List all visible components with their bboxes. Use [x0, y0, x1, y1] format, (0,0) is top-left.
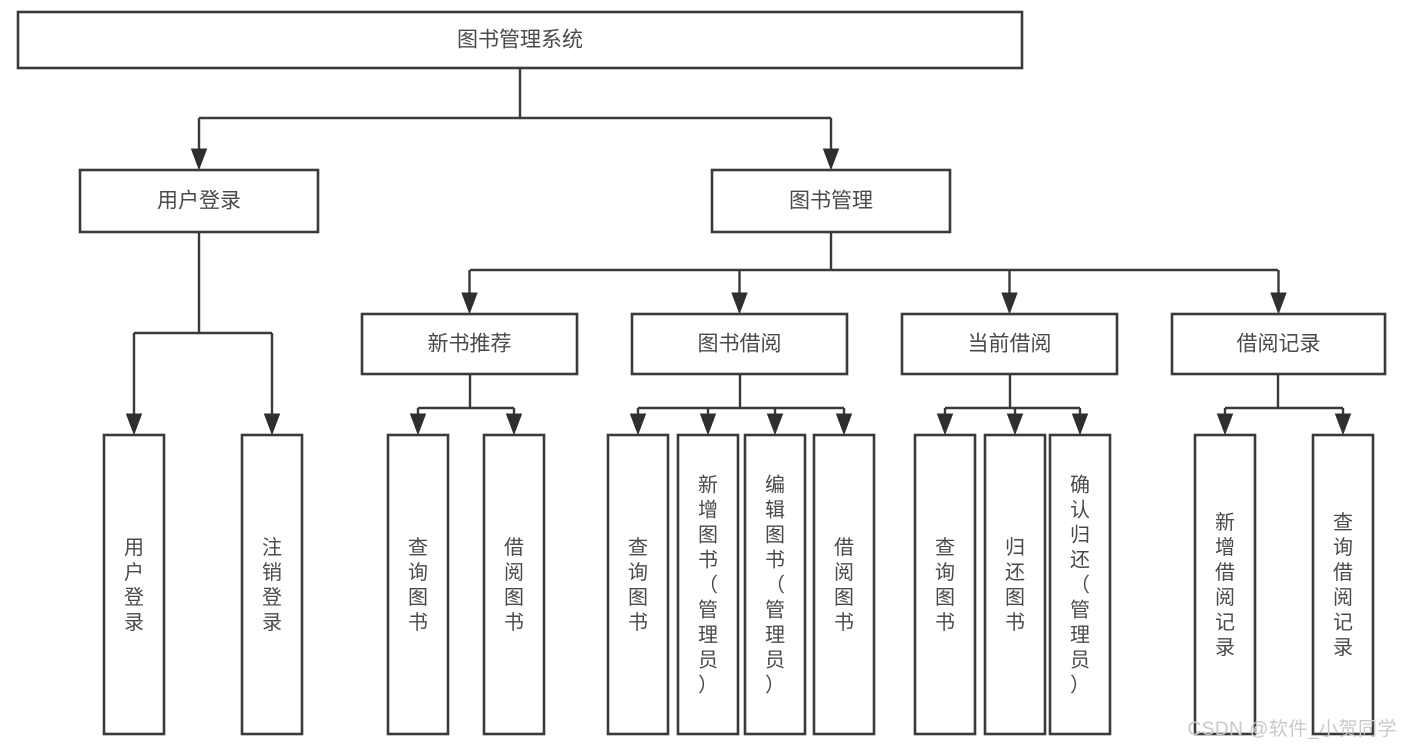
arrow-head-icon [699, 413, 717, 436]
node-leaf-edit-book[interactable]: 编辑图书（管理员） [743, 433, 807, 736]
node-leaf-query-book-rec[interactable]: 查询图书 [386, 433, 450, 736]
connector-bus-user-login [125, 232, 281, 436]
node-leaf-add-record[interactable]: 新增借阅记录 [1193, 433, 1257, 736]
arrow-head-icon [125, 413, 143, 436]
arrow-head-icon [731, 292, 748, 315]
node-leaf-add-book-label: 新增图书（管理员） [698, 474, 718, 697]
connector-bus-root [190, 68, 840, 171]
node-book-borrow[interactable]: 图书借阅 [630, 312, 849, 376]
node-leaf-confirm-return-label: 确认归还（管理员） [1070, 474, 1090, 697]
arrow-head-icon [505, 413, 523, 436]
arrow-head-icon [190, 148, 208, 171]
connector-bus-current-borrow [936, 374, 1089, 436]
arrow-head-icon [835, 413, 853, 436]
arrow-head-icon [1006, 413, 1024, 436]
arrow-head-icon [1334, 413, 1352, 436]
node-leaf-logout[interactable]: 注销登录 [240, 433, 304, 736]
arrow-head-icon [1216, 413, 1234, 436]
arrow-head-icon [461, 292, 478, 315]
node-leaf-query-book-cb[interactable]: 查询图书 [913, 433, 977, 736]
node-leaf-return-book[interactable]: 归还图书 [983, 433, 1047, 736]
node-current-borrow[interactable]: 当前借阅 [900, 312, 1119, 376]
node-leaf-user-login[interactable]: 用户登录 [102, 433, 166, 736]
node-root-label: 图书管理系统 [457, 29, 583, 52]
csdn-watermark: CSDN @软件_小贺同学 [1187, 719, 1397, 740]
arrow-head-icon [629, 413, 647, 436]
node-leaf-borrow-book-rec[interactable]: 借阅图书 [482, 433, 546, 736]
node-user-login-label: 用户登录 [157, 190, 241, 213]
arrow-head-icon [936, 413, 954, 436]
node-leaf-return-book-label: 归还图书 [1005, 536, 1025, 634]
arrow-head-icon [1071, 413, 1089, 436]
node-new-book-rec[interactable]: 新书推荐 [360, 312, 579, 376]
connector-layer [125, 68, 1352, 436]
node-leaf-user-login-label: 用户登录 [124, 537, 144, 634]
node-leaf-borrow-book-bb-label: 借阅图书 [834, 536, 854, 634]
node-leaf-query-record-label: 查询借阅记录 [1333, 511, 1353, 659]
node-user-login[interactable]: 用户登录 [78, 168, 320, 234]
arrow-head-icon [766, 413, 784, 436]
node-book-manage-label: 图书管理 [789, 190, 873, 213]
arrow-head-icon [409, 413, 427, 436]
connector-bus-book-borrow [629, 374, 853, 436]
arrow-head-icon [1001, 292, 1018, 315]
connector-bus-new-book-rec [409, 374, 523, 436]
node-root[interactable]: 图书管理系统 [16, 10, 1024, 70]
node-borrow-record-label: 借阅记录 [1237, 333, 1321, 356]
node-leaf-logout-label: 注销登录 [262, 536, 282, 634]
node-borrow-record[interactable]: 借阅记录 [1170, 312, 1387, 376]
arrow-head-icon [263, 413, 281, 436]
node-leaf-query-record[interactable]: 查询借阅记录 [1311, 433, 1375, 736]
node-leaf-query-book-cb-label: 查询图书 [935, 536, 955, 634]
node-leaf-query-book-bb-label: 查询图书 [628, 536, 648, 634]
node-book-borrow-label: 图书借阅 [698, 333, 782, 356]
connector-bus-borrow-record [1216, 374, 1352, 436]
arrow-head-icon [1270, 292, 1287, 315]
node-leaf-query-book-rec-label: 查询图书 [408, 536, 428, 634]
node-layer: 图书管理系统用户登录图书管理新书推荐图书借阅当前借阅借阅记录用户登录注销登录查询… [16, 10, 1387, 736]
node-new-book-rec-label: 新书推荐 [428, 333, 512, 356]
connector-bus-book-manage [461, 232, 1287, 315]
node-leaf-edit-book-label: 编辑图书（管理员） [765, 474, 785, 697]
arrow-head-icon [822, 148, 840, 171]
node-leaf-borrow-book-bb[interactable]: 借阅图书 [812, 433, 876, 736]
node-leaf-add-book[interactable]: 新增图书（管理员） [676, 433, 740, 736]
node-leaf-borrow-book-rec-label: 借阅图书 [504, 536, 524, 634]
node-leaf-query-book-bb[interactable]: 查询图书 [606, 433, 670, 736]
node-leaf-confirm-return[interactable]: 确认归还（管理员） [1048, 433, 1112, 736]
node-book-manage[interactable]: 图书管理 [710, 168, 952, 234]
node-leaf-add-record-label: 新增借阅记录 [1215, 511, 1235, 659]
node-current-borrow-label: 当前借阅 [968, 333, 1052, 356]
